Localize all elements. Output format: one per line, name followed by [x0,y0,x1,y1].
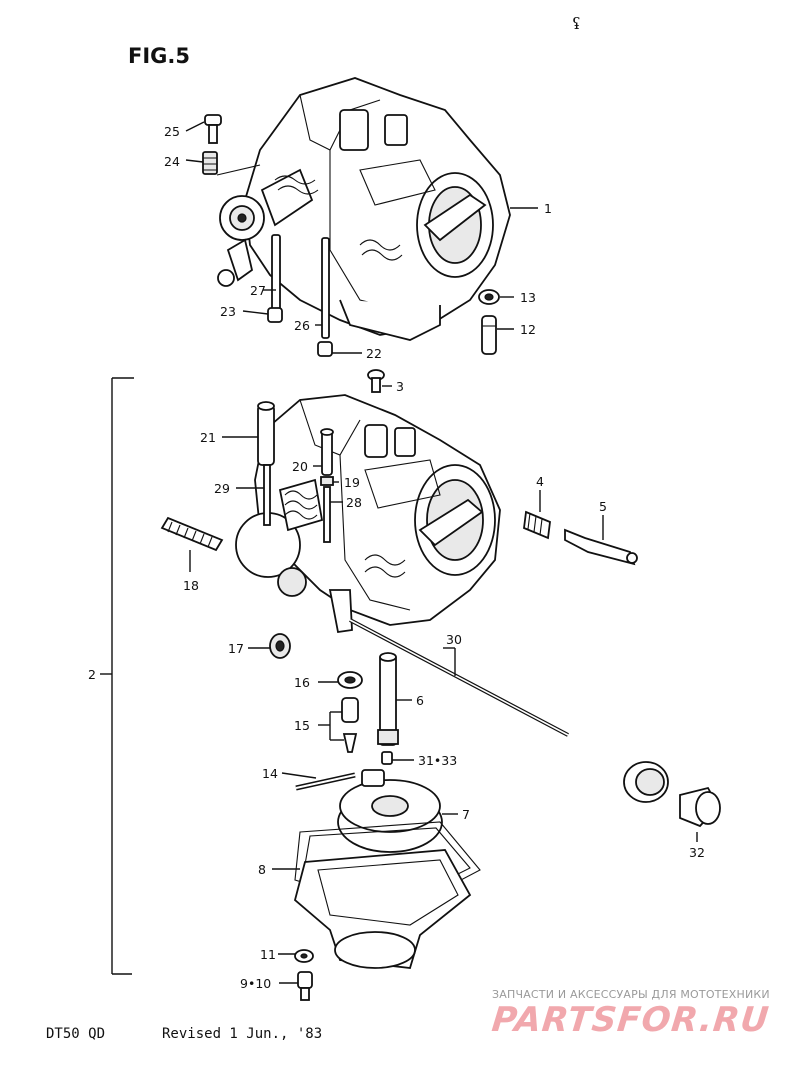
callout-14: 14 [262,766,278,781]
callout-4: 4 [536,474,544,489]
spring-24 [202,151,261,176]
float-7 [337,769,443,853]
callout-28: 28 [346,495,362,510]
rod-26 [317,237,333,357]
watermark-caption: ЗАПЧАСТИ И АКСЕССУАРЫ ДЛЯ МОТОТЕХНИКИ [492,988,770,1001]
callout-11: 11 [260,947,276,962]
nut-17 [269,633,291,659]
pin-14 [295,772,356,791]
screw-3 [367,369,385,393]
callout-12: 12 [520,322,536,337]
watermark-logo: PARTSFOR.RU [489,1000,772,1040]
footer-model-code: DT50 QD [46,1026,106,1042]
screw-12 [481,315,497,355]
callout-13: 13 [520,290,536,305]
callout-19: 19 [344,475,360,490]
callout-15: 15 [294,718,310,733]
screw-9-10 [297,971,313,1001]
callout-22: 22 [366,346,382,361]
callout-2: 2 [88,667,96,682]
washer-11 [294,949,314,963]
rod-27 [267,234,283,323]
callout-9-10: 9•10 [240,976,271,991]
leader-lines [100,121,698,984]
callout-labels: 25 24 1 13 12 27 23 26 22 3 21 20 19 29 … [88,124,705,991]
stud-18 [160,516,224,552]
bracket-group-2 [111,377,134,975]
callout-3: 3 [396,379,404,394]
nut-13 [478,289,500,305]
footer-revision-date: Revised 1 Jun., '83 [162,1026,323,1042]
callout-27: 27 [250,283,266,298]
callout-24: 24 [164,154,180,169]
callout-25: 25 [164,124,180,139]
callout-23: 23 [220,304,236,319]
callout-17: 17 [228,641,244,656]
jet-31-33 [381,751,393,765]
figure-title: FIG.5 [128,44,190,68]
carburetor-body-upper [217,77,511,341]
callout-21: 21 [200,430,216,445]
callout-5: 5 [599,499,607,514]
needle-5 [564,528,638,566]
washer-16 [337,671,363,689]
carburetor-body-lower [235,394,501,634]
needle-valve-15 [341,697,359,753]
float-bowl [293,849,472,969]
spring-4 [523,510,551,540]
callout-20: 20 [292,459,308,474]
callout-32: 32 [689,845,705,860]
callout-26: 26 [294,318,310,333]
screw-25 [204,114,222,144]
callout-8: 8 [258,862,266,877]
callout-1: 1 [544,201,552,216]
callout-16: 16 [294,675,310,690]
callout-30: 30 [446,632,462,647]
corner-mark: ʢ [572,14,581,33]
callout-31-33: 31•33 [418,753,457,768]
grommet-32 [623,761,721,828]
rod-20 [320,428,334,543]
callout-6: 6 [416,693,424,708]
rod-21 [257,401,275,526]
rod-30 [349,618,569,737]
callout-7: 7 [462,807,470,822]
callout-29: 29 [214,481,230,496]
callout-18: 18 [183,578,199,593]
jet-6 [377,652,399,746]
